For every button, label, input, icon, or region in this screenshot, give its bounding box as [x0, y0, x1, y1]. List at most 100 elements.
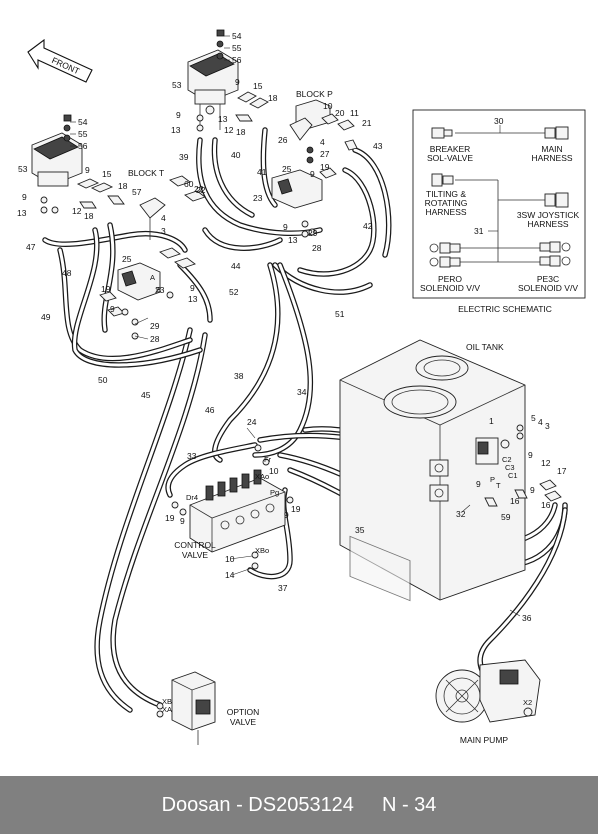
callout: 4: [161, 213, 166, 223]
callout: 48: [62, 268, 72, 278]
block-t-label: BLOCK T: [128, 168, 164, 178]
pe3c-label-2: SOLENOID V/V: [518, 283, 578, 293]
callout: 53: [18, 164, 28, 174]
callout: 20: [335, 108, 345, 118]
breaker-label-1: BREAKER: [430, 144, 471, 154]
joystick-harness-label-2: HARNESS: [527, 219, 568, 229]
port-c2: C2: [502, 455, 512, 464]
port-p: P: [490, 475, 495, 484]
port-c1: C1: [508, 471, 518, 480]
callout: 60: [184, 179, 194, 189]
callout: 55: [232, 43, 242, 53]
tilting-label-1: TILTING &: [426, 189, 466, 199]
callout: 43: [373, 141, 383, 151]
port-pg: Pg: [270, 488, 279, 497]
main-pump-label: MAIN PUMP: [460, 735, 509, 745]
leader-lines: [70, 35, 521, 617]
callout: 5: [531, 413, 536, 423]
callout: 57: [132, 187, 142, 197]
port-xa: XA: [162, 705, 172, 714]
hydraulic-hose-diagram: FRONT: [17, 29, 586, 745]
callout: 12: [541, 458, 551, 468]
breaker-label-2: SOL-VALVE: [427, 153, 473, 163]
callout: 17: [557, 466, 567, 476]
port-fr: Fr: [264, 455, 272, 464]
port-labels: XAo XBo Dr4 Fr Pg XB XA X2 C1 C2 C3 P T …: [150, 273, 532, 714]
callout: 27: [320, 149, 330, 159]
control-valve: [171, 444, 294, 570]
callout: 41: [257, 167, 267, 177]
callout: 13: [188, 294, 198, 304]
option-valve: [156, 671, 216, 745]
callout: 42: [363, 221, 373, 231]
callout: 52: [229, 287, 239, 297]
callout: 54: [78, 117, 88, 127]
main-harness-label-1: MAIN: [541, 144, 562, 154]
control-valve-label-2: VALVE: [182, 550, 208, 560]
footer-page-number: N - 34: [381, 793, 437, 816]
callout: 13: [218, 114, 228, 124]
block-p-label: BLOCK P: [296, 89, 333, 99]
callout: 29: [150, 321, 160, 331]
callout: 10: [225, 554, 235, 564]
hose-bundle: [42, 127, 568, 713]
callout: 33: [187, 451, 197, 461]
oil-tank-label: OIL TANK: [466, 342, 504, 352]
callout: 12: [72, 206, 82, 216]
callout: 23: [155, 285, 165, 295]
callout: 40: [231, 150, 241, 160]
callout: 9: [235, 77, 240, 87]
callout: 18: [268, 93, 278, 103]
block-t: [99, 175, 206, 340]
callout: 22: [196, 185, 206, 195]
callout: 9: [180, 516, 185, 526]
callout: 39: [179, 152, 189, 162]
oil-tank: [339, 339, 562, 602]
callout: 26: [278, 135, 288, 145]
callout: 46: [205, 405, 215, 415]
callout: 13: [288, 235, 298, 245]
callout: 44: [231, 261, 241, 271]
option-valve-label-2: VALVE: [230, 717, 256, 727]
callout: 34: [297, 387, 307, 397]
callout: 18: [118, 181, 128, 191]
electric-schematic: 30 31 BREAKER SOL-VALVE MAIN HARNESS TIL…: [412, 109, 586, 314]
port-xb: XB: [162, 697, 172, 706]
tilting-label-2: ROTATING: [425, 198, 468, 208]
callout: 29: [308, 228, 318, 238]
callout: 45: [141, 390, 151, 400]
callout: 18: [236, 127, 246, 137]
port-t: T: [496, 481, 501, 490]
callout: 28: [150, 334, 160, 344]
callout: 19: [165, 513, 175, 523]
callout: 9: [284, 510, 289, 520]
callout: 35: [355, 525, 365, 535]
callout: 9: [310, 169, 315, 179]
page-footer: Doosan - DS2053124 N - 34: [0, 776, 598, 834]
callout: 9: [476, 479, 481, 489]
callout: 10: [269, 466, 279, 476]
callout: 22: [194, 184, 204, 194]
callout: 15: [102, 169, 112, 179]
callout: 55: [78, 129, 88, 139]
callout: 56: [78, 141, 88, 151]
callout: 38: [234, 371, 244, 381]
callout: 49: [41, 312, 51, 322]
callout: 37: [278, 583, 288, 593]
control-valve-label-1: CONTROL: [174, 540, 216, 550]
schematic-num-31: 31: [474, 226, 484, 236]
callout: 9: [528, 450, 533, 460]
callout: 23: [253, 193, 263, 203]
callout: 9: [176, 110, 181, 120]
port-a: A: [150, 273, 155, 282]
front-arrow: FRONT: [27, 38, 93, 83]
callout: 24: [247, 417, 257, 427]
callout: 28: [312, 243, 322, 253]
callout: 51: [335, 309, 345, 319]
callout: 16: [541, 500, 551, 510]
schematic-title: ELECTRIC SCHEMATIC: [458, 304, 552, 314]
pe3c-label-1: PE3C: [537, 274, 559, 284]
callout: 9: [530, 485, 535, 495]
port-x2: X2: [523, 698, 532, 707]
callout: 12: [224, 125, 234, 135]
